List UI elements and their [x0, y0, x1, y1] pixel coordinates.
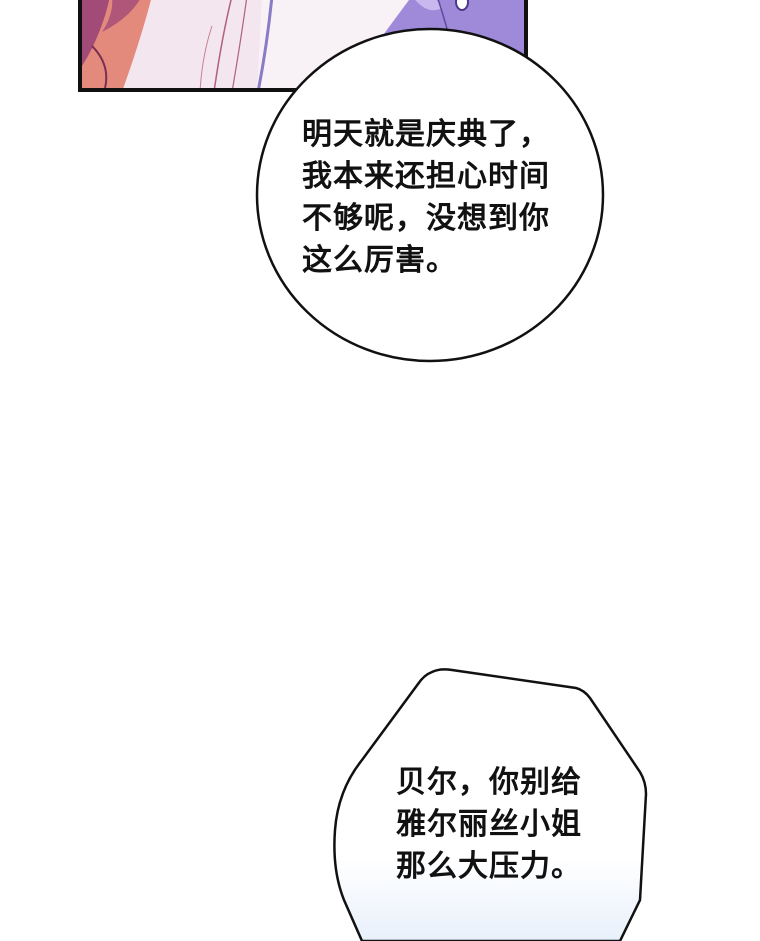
fabric-area: [123, 0, 262, 88]
bubble-1-line: 这么厉害。: [302, 243, 457, 278]
speech-bubble-round: [255, 27, 605, 363]
hair-strand-2: [102, 0, 140, 32]
fabric-fold-1: [213, 0, 232, 88]
bubble-2-line: 那么大压力。: [396, 849, 582, 884]
bubble-2-line: 贝尔，你别给: [396, 765, 582, 800]
fabric-edge: [257, 0, 274, 88]
skin-line: [91, 45, 108, 88]
bubble-1-line: 明天就是庆典了，: [302, 117, 550, 152]
button-accent: [455, 0, 469, 11]
purple-highlight: [415, 0, 442, 11]
bubble-1-line: 我本来还担心时间: [302, 159, 550, 194]
bubble-2-line: 雅尔丽丝小姐: [396, 807, 582, 842]
speech-bubble-polygon: [333, 668, 648, 941]
bubble-1-line: 不够呢，没想到你: [302, 201, 550, 236]
fabric-fold-3: [199, 25, 213, 88]
speech-bubble-1-text: 明天就是庆典了， 我本来还担心时间 不够呢，没想到你 这么厉害。: [302, 114, 550, 282]
speech-bubble-2-text: 贝尔，你别给 雅尔丽丝小姐 那么大压力。: [396, 762, 582, 888]
fabric-fold-2: [232, 0, 248, 88]
hair-strand: [82, 0, 110, 66]
